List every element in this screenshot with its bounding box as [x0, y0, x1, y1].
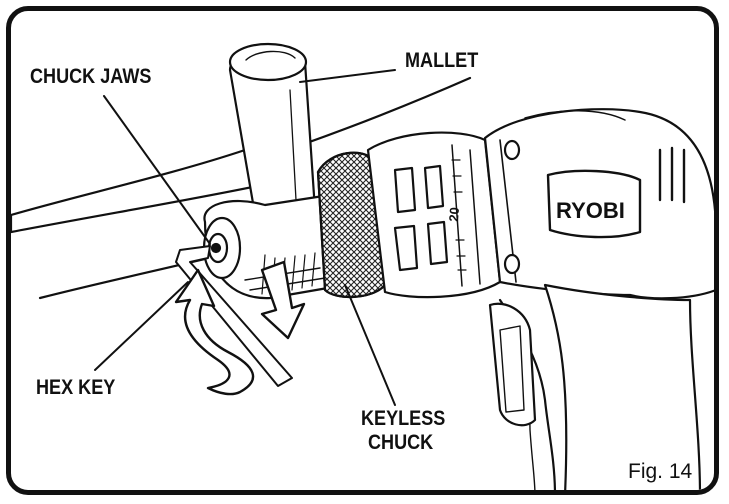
- clutch-collar: 20: [366, 131, 502, 299]
- label-keyless-chuck-line2: CHUCK: [368, 431, 434, 454]
- leader-keyless-chuck: [344, 284, 396, 406]
- downward-arrow: [260, 260, 306, 340]
- leader-chuck-jaws: [103, 95, 211, 245]
- drill-body: RYOBI: [483, 108, 714, 490]
- label-hex-key: HEX KEY: [36, 376, 116, 399]
- figure-caption: Fig. 14: [628, 460, 693, 483]
- dial-number: 20: [446, 207, 462, 222]
- hex-key: [175, 245, 293, 387]
- label-keyless-chuck-line1: KEYLESS: [361, 407, 446, 430]
- chuck-front: [202, 193, 347, 300]
- label-mallet: MALLET: [405, 49, 479, 72]
- leader-mallet: [299, 69, 396, 83]
- rotation-arrow: [174, 268, 255, 396]
- label-chuck-jaws: CHUCK JAWS: [30, 65, 152, 88]
- brand-logo: RYOBI: [556, 198, 625, 223]
- leader-hex-key: [94, 281, 189, 371]
